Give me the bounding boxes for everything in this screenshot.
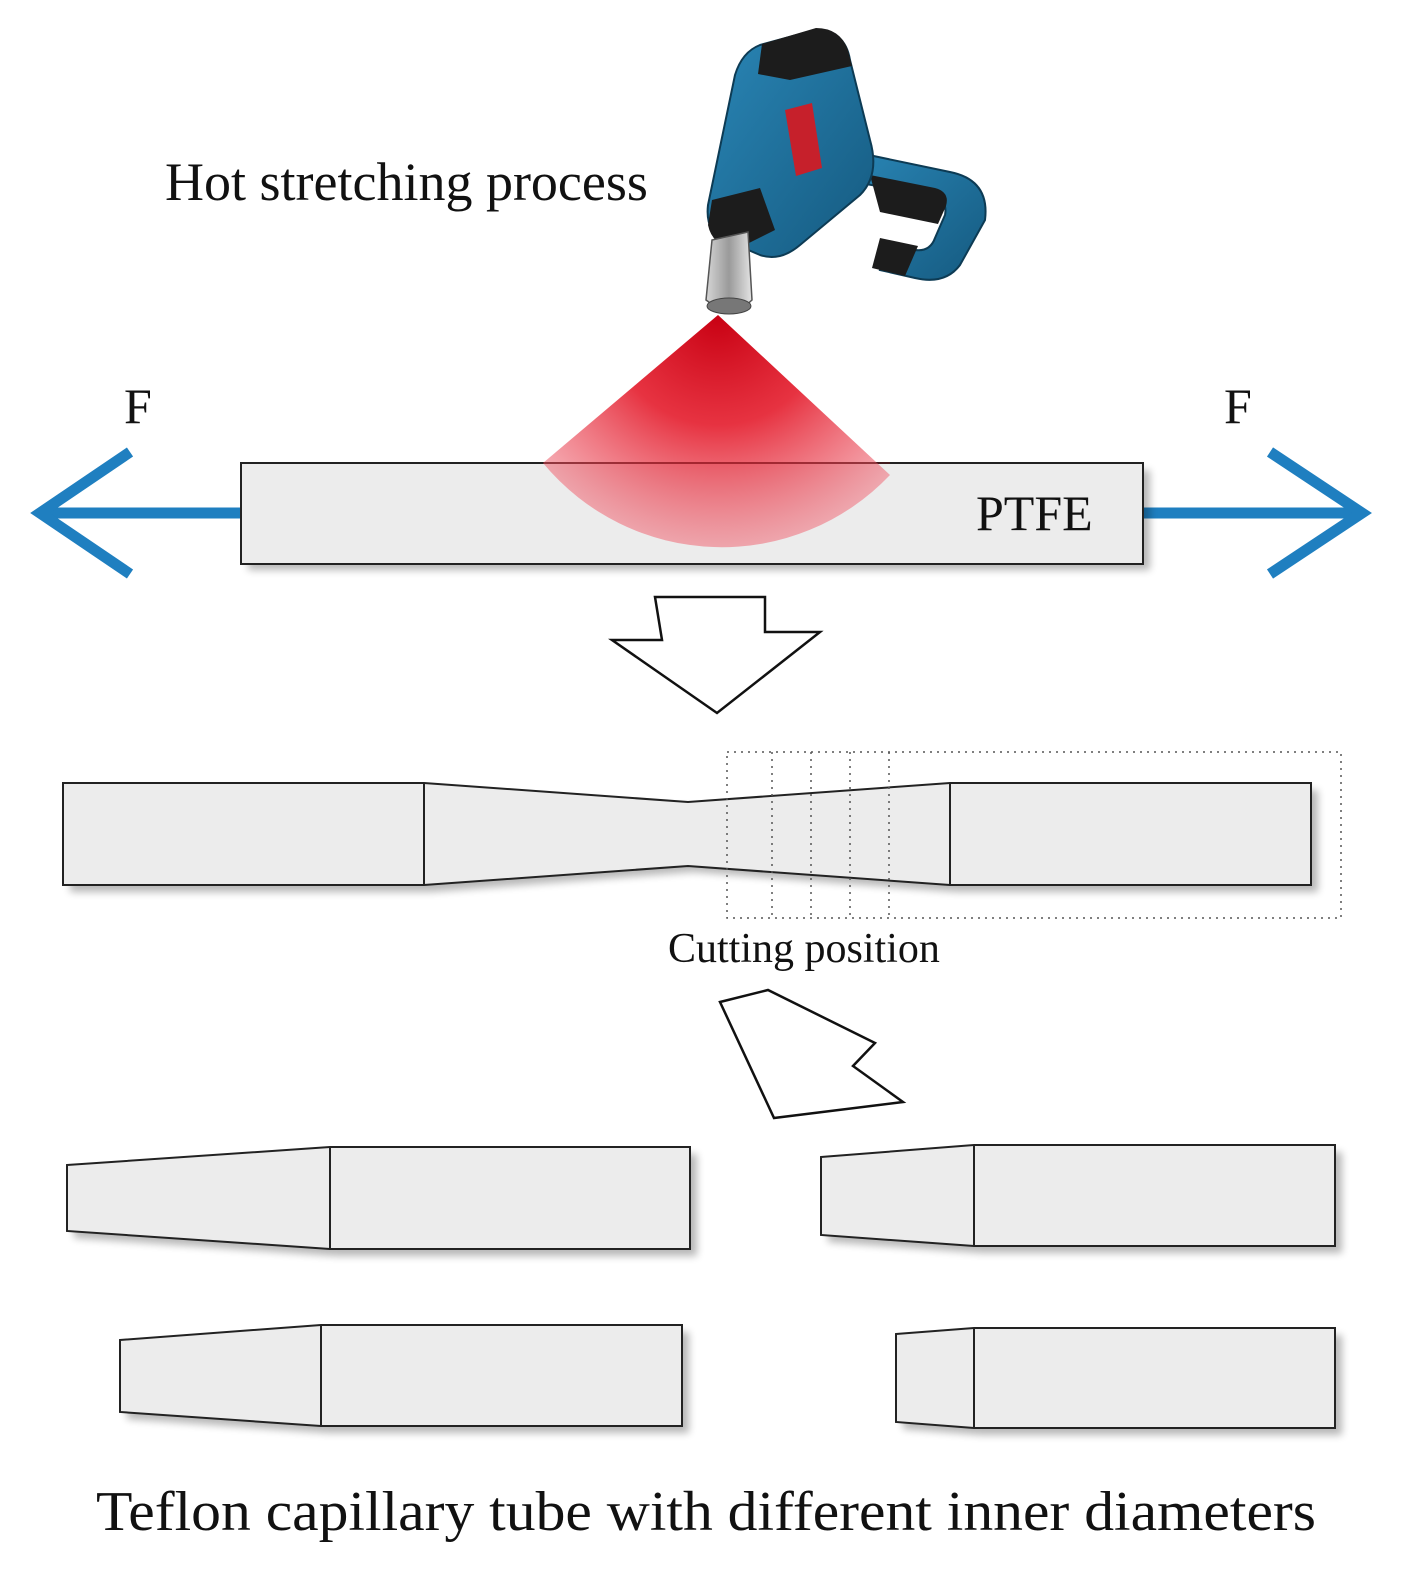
heat-gun-icon	[705, 28, 987, 315]
result-tube-2	[820, 1144, 1342, 1253]
heat-cone	[543, 315, 890, 548]
result-tube-3	[119, 1324, 689, 1433]
cutting-position-label: Cutting position	[668, 926, 940, 972]
force-right-label: F	[1224, 378, 1252, 434]
result-tube-1	[66, 1146, 697, 1256]
process-label: Hot stretching process	[165, 152, 648, 212]
arrow-right-icon	[1142, 447, 1372, 579]
arrow-left-icon	[30, 447, 243, 579]
cutting-position-markers	[726, 751, 1342, 919]
force-left-label: F	[124, 378, 152, 434]
stretched-tube	[62, 782, 1318, 892]
ptfe-label: PTFE	[976, 485, 1093, 541]
hollow-arrow-down-right-icon	[718, 988, 907, 1120]
result-label: Teflon capillary tube with different inn…	[96, 1481, 1316, 1543]
result-tube-4	[895, 1327, 1342, 1435]
hollow-arrow-down-icon	[608, 595, 824, 715]
